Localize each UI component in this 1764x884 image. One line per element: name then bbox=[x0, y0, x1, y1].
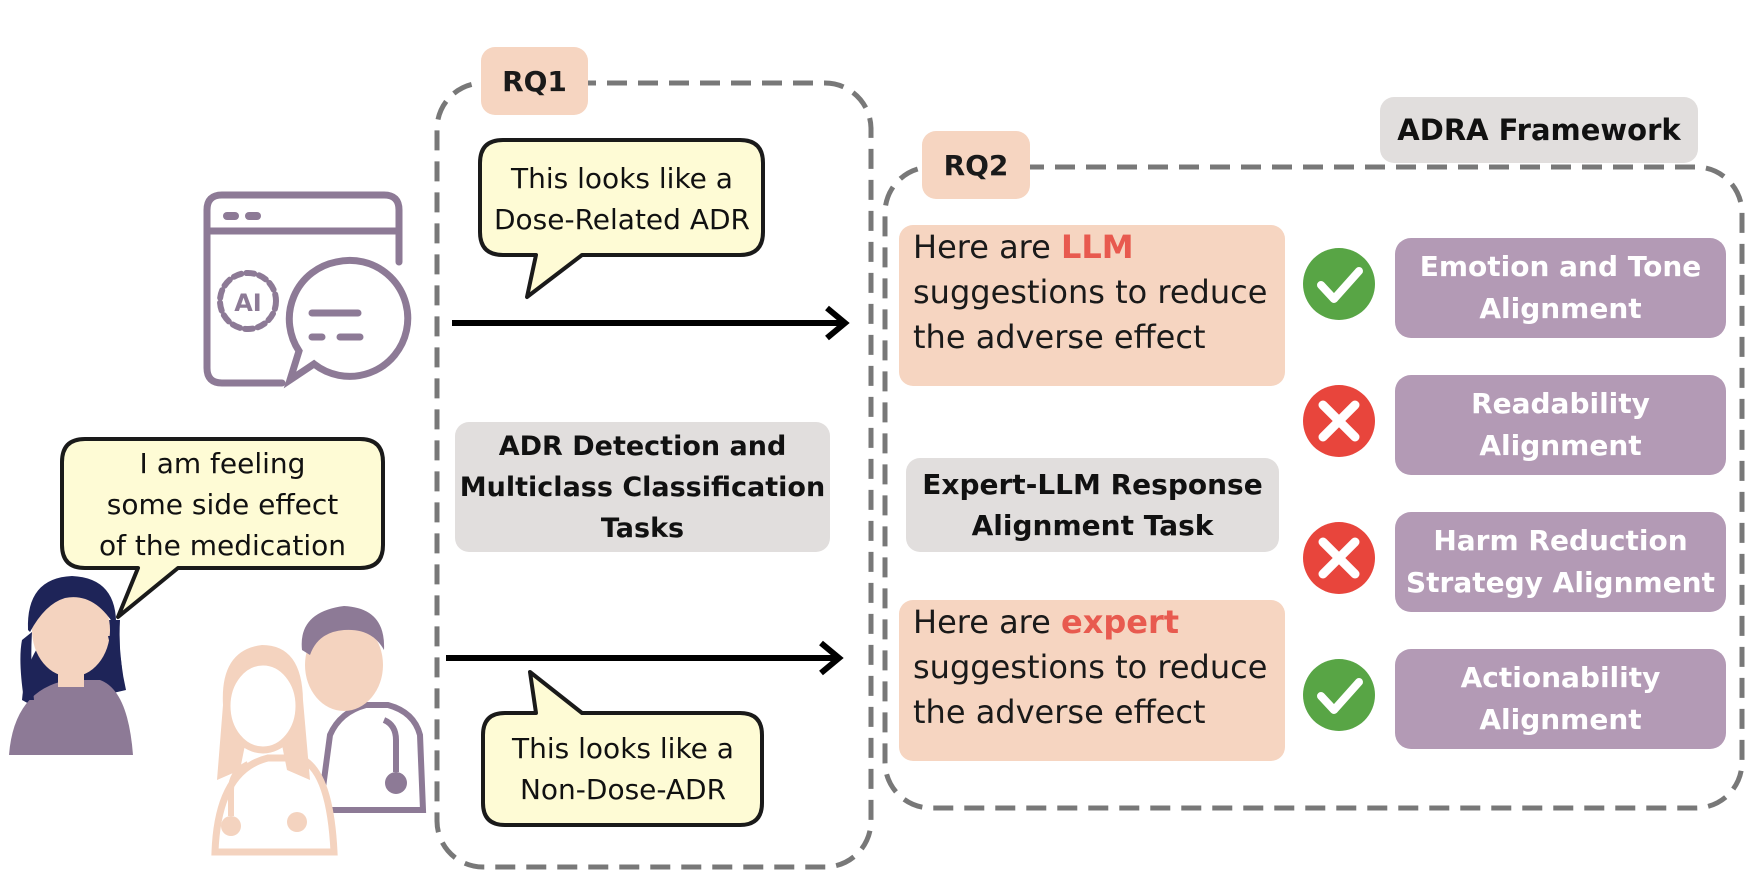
rq1-container bbox=[434, 80, 874, 870]
criterion-1-line-1: Emotion and Tone bbox=[1419, 250, 1702, 283]
check-icon-1 bbox=[1303, 248, 1375, 320]
rq1-task-line-2: Multiclass Classification bbox=[459, 471, 826, 503]
bubble-non-dose-line-1: This looks like a bbox=[512, 732, 734, 765]
rq2-task-line-2: Alignment Task bbox=[971, 509, 1214, 542]
criterion-2-line-2: Alignment bbox=[1479, 429, 1642, 462]
criterion-harm-reduction: Harm Reduction Strategy Alignment bbox=[1395, 512, 1726, 612]
doctors-avatar bbox=[211, 606, 427, 856]
rq1-task-line-3: Tasks bbox=[600, 512, 685, 544]
cross-icon-3 bbox=[1303, 522, 1375, 594]
llm-suggestion-prefix: Here are bbox=[913, 228, 1061, 266]
arrow-bottom bbox=[446, 640, 844, 676]
rq1-task-label: ADR Detection and Multiclass Classificat… bbox=[455, 422, 830, 552]
criterion-2-line-1: Readability bbox=[1471, 387, 1650, 420]
rq1-task-line-1: ADR Detection and bbox=[498, 430, 787, 462]
ai-chatbot-icon: AI bbox=[203, 191, 412, 389]
criterion-4-line-1: Actionability bbox=[1460, 661, 1661, 694]
expert-suggestion-line-1: Here are expert bbox=[913, 600, 1179, 645]
patient-bubble-line-3: of the medication bbox=[99, 528, 346, 562]
check-icon-4 bbox=[1303, 659, 1375, 731]
expert-suggestion-line-2: suggestions to reduce bbox=[913, 648, 1268, 686]
llm-suggestion-line-1: Here are LLM bbox=[913, 225, 1134, 270]
rq2-container bbox=[882, 164, 1745, 811]
rq1-tag: RQ1 bbox=[481, 47, 588, 115]
speech-bubble-dose-related bbox=[478, 138, 765, 299]
criterion-1-line-2: Alignment bbox=[1479, 292, 1642, 325]
expert-highlight: expert bbox=[1060, 603, 1180, 641]
criterion-emotion-tone: Emotion and Tone Alignment bbox=[1395, 238, 1726, 338]
rq2-tag: RQ2 bbox=[922, 131, 1030, 199]
cross-icon-2 bbox=[1303, 385, 1375, 457]
criterion-3-line-1: Harm Reduction bbox=[1433, 524, 1688, 557]
patient-avatar bbox=[9, 576, 133, 755]
framework-title: ADRA Framework bbox=[1380, 97, 1698, 163]
rq2-task-label: Expert-LLM Response Alignment Task bbox=[906, 458, 1279, 552]
bubble-dose-text: This looks like a Dose-Related ADR bbox=[483, 147, 761, 251]
expert-suggestion-box: Here are expert suggestions to reduce th… bbox=[899, 600, 1285, 761]
criterion-3-line-2: Strategy Alignment bbox=[1406, 566, 1715, 599]
speech-bubble-non-dose bbox=[481, 670, 764, 827]
criterion-readability: Readability Alignment bbox=[1395, 375, 1726, 475]
llm-highlight: LLM bbox=[1060, 228, 1134, 266]
patient-bubble-line-1: I am feeling bbox=[139, 446, 306, 480]
bubble-non-dose-line-2: Non-Dose-ADR bbox=[519, 773, 727, 806]
criterion-4-line-2: Alignment bbox=[1479, 703, 1642, 736]
bubble-dose-line-2: Dose-Related ADR bbox=[493, 203, 751, 236]
arrow-top bbox=[452, 305, 850, 341]
patient-bubble-text: I am feeling some side effect of the med… bbox=[64, 442, 381, 566]
speech-bubble-patient bbox=[60, 437, 385, 619]
expert-suggestion-line-3: the adverse effect bbox=[913, 693, 1206, 731]
ai-icon-label: AI bbox=[234, 289, 262, 317]
bubble-non-dose-text: This looks like a Non-Dose-ADR bbox=[485, 716, 761, 822]
bubble-dose-line-1: This looks like a bbox=[511, 162, 733, 195]
rq2-task-line-1: Expert-LLM Response bbox=[922, 468, 1263, 501]
llm-suggestion-line-3: the adverse effect bbox=[913, 318, 1206, 356]
criterion-actionability: Actionability Alignment bbox=[1395, 649, 1726, 749]
llm-suggestion-line-2: suggestions to reduce bbox=[913, 273, 1268, 311]
expert-suggestion-prefix: Here are bbox=[913, 603, 1061, 641]
llm-suggestion-box: Here are LLM suggestions to reduce the a… bbox=[899, 225, 1285, 386]
patient-bubble-line-2: some side effect bbox=[106, 487, 339, 521]
